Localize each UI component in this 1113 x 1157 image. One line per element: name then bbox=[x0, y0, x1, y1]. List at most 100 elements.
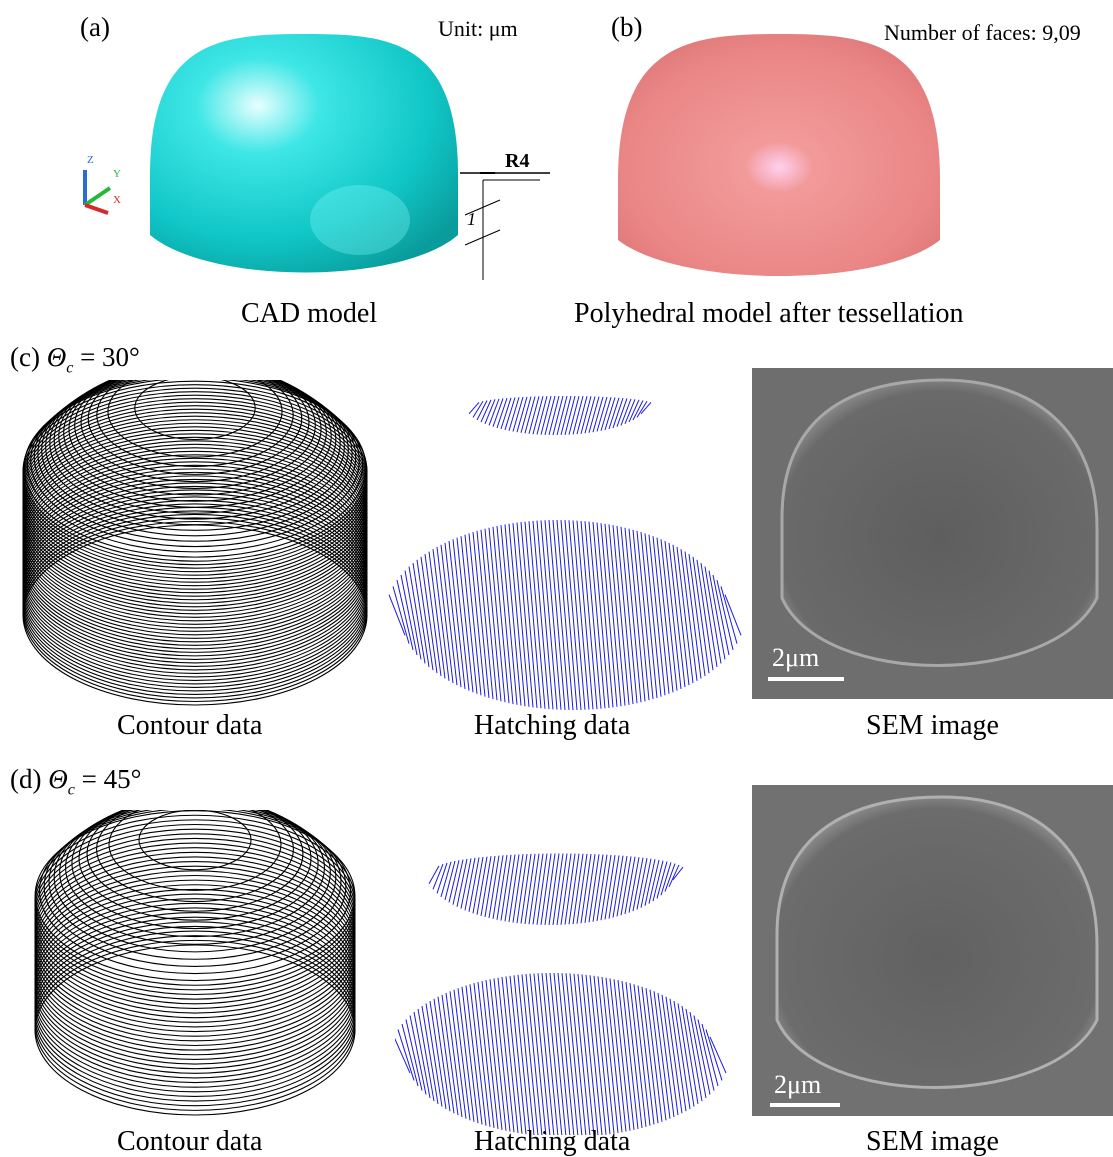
contour-ring bbox=[22, 475, 368, 657]
contour-ring bbox=[22, 499, 368, 681]
hatch-stroke bbox=[552, 395, 564, 436]
hatch-stroke bbox=[461, 986, 479, 1124]
hatch-stroke bbox=[473, 983, 491, 1127]
hatch-stroke bbox=[437, 996, 455, 1114]
contour-ring bbox=[22, 496, 368, 678]
contour-ring bbox=[22, 524, 368, 706]
hatch-stroke bbox=[556, 519, 574, 711]
hatch-stroke bbox=[456, 537, 474, 693]
contour-ring bbox=[22, 419, 368, 601]
hatch-stroke bbox=[421, 1005, 439, 1105]
sem-caption-d: SEM image bbox=[866, 1126, 999, 1157]
contour-ring bbox=[22, 517, 368, 699]
contour-ring bbox=[86, 810, 304, 912]
hatch-stroke bbox=[468, 857, 480, 912]
contour-ring bbox=[53, 380, 337, 514]
small-dimension: 1 bbox=[467, 209, 476, 229]
hatch-stroke bbox=[697, 1019, 715, 1091]
hatch-stroke bbox=[652, 536, 670, 694]
polyhedral-dome bbox=[618, 34, 940, 276]
contour-ring bbox=[22, 520, 368, 703]
contour-ring bbox=[108, 810, 282, 891]
hatch-stroke bbox=[589, 975, 607, 1135]
contour-ring bbox=[68, 380, 322, 496]
hatch-stroke bbox=[440, 861, 452, 898]
hatch-stroke bbox=[537, 973, 555, 1135]
hatch-stroke bbox=[596, 854, 608, 922]
hatch-stroke bbox=[576, 520, 594, 710]
hatch-stroke bbox=[428, 551, 446, 679]
hatch-stroke bbox=[564, 520, 582, 710]
contour-ring bbox=[78, 810, 312, 921]
hatch-stroke bbox=[564, 853, 576, 925]
radius-dimension: R4 bbox=[505, 150, 530, 172]
sem-image-c: 2μm bbox=[752, 368, 1113, 699]
hatch-stroke bbox=[548, 395, 560, 436]
hatch-stroke bbox=[592, 854, 604, 922]
hatching-data-figure-c bbox=[388, 395, 742, 711]
polyhedral-model-figure bbox=[618, 34, 940, 276]
hatch-stroke bbox=[445, 992, 463, 1118]
hatch-stroke bbox=[388, 594, 406, 636]
contour-ring bbox=[65, 810, 325, 938]
hatch-stroke bbox=[400, 574, 418, 656]
hatch-stroke bbox=[600, 397, 612, 431]
contour-ring bbox=[138, 810, 252, 871]
hatch-stroke bbox=[581, 974, 599, 1135]
contour-ring bbox=[41, 380, 349, 531]
hatch-stroke bbox=[444, 542, 462, 688]
contour-ring bbox=[22, 443, 368, 625]
panel-c-label: (c) Θc = 30° bbox=[10, 342, 140, 377]
axis-triad-icon bbox=[83, 170, 112, 215]
hatch-stroke bbox=[480, 399, 492, 423]
hatch-stroke bbox=[704, 566, 722, 664]
hatch-stroke bbox=[484, 399, 496, 425]
hatch-stroke bbox=[408, 566, 426, 664]
hatch-stroke bbox=[516, 854, 528, 924]
hatch-stroke bbox=[504, 397, 516, 431]
hatch-stroke bbox=[584, 854, 596, 923]
hatch-stroke bbox=[540, 395, 552, 435]
hatch-stroke bbox=[560, 853, 572, 925]
hatch-stroke bbox=[428, 865, 440, 885]
hatch-stroke bbox=[609, 978, 627, 1132]
hatch-stroke bbox=[520, 522, 538, 708]
hatch-stroke bbox=[560, 519, 578, 711]
contour-ring bbox=[22, 506, 368, 689]
hatch-stroke bbox=[632, 529, 650, 701]
hatch-stroke bbox=[520, 853, 532, 924]
hatch-stroke bbox=[513, 975, 531, 1135]
hatch-stroke bbox=[649, 989, 667, 1121]
hatch-stroke bbox=[556, 395, 568, 436]
hatch-stroke bbox=[712, 574, 730, 656]
contour-ring bbox=[22, 426, 368, 608]
hatch-stroke bbox=[621, 980, 639, 1130]
hatch-stroke bbox=[680, 549, 698, 681]
scale-bar-label-d: 2μm bbox=[774, 1070, 822, 1099]
hatch-stroke bbox=[584, 396, 596, 434]
hatch-stroke bbox=[412, 562, 430, 668]
hatch-stroke bbox=[517, 974, 535, 1135]
hatch-stroke bbox=[644, 533, 662, 697]
contour-ring bbox=[53, 810, 337, 953]
hatch-stroke bbox=[577, 974, 595, 1135]
hatch-stroke bbox=[496, 525, 514, 705]
hatch-stroke bbox=[556, 853, 568, 925]
hatch-stroke bbox=[553, 972, 571, 1135]
hatch-stroke bbox=[480, 856, 492, 916]
hatch-stroke bbox=[476, 530, 494, 700]
hatch-stroke bbox=[516, 396, 528, 433]
hatch-stroke bbox=[436, 546, 454, 684]
hatch-stroke bbox=[620, 856, 632, 916]
hatch-stroke bbox=[528, 396, 540, 434]
hatch-stroke bbox=[616, 525, 634, 705]
contour-ring bbox=[71, 810, 319, 930]
contour-ring bbox=[74, 380, 316, 490]
hatch-stroke bbox=[580, 853, 592, 924]
hatch-stroke bbox=[545, 973, 563, 1135]
hatch-stroke bbox=[600, 854, 612, 921]
hatch-stroke bbox=[709, 1036, 727, 1074]
hatch-stroke bbox=[620, 398, 632, 426]
hatch-stroke bbox=[576, 396, 588, 435]
hatch-stroke bbox=[565, 973, 583, 1135]
